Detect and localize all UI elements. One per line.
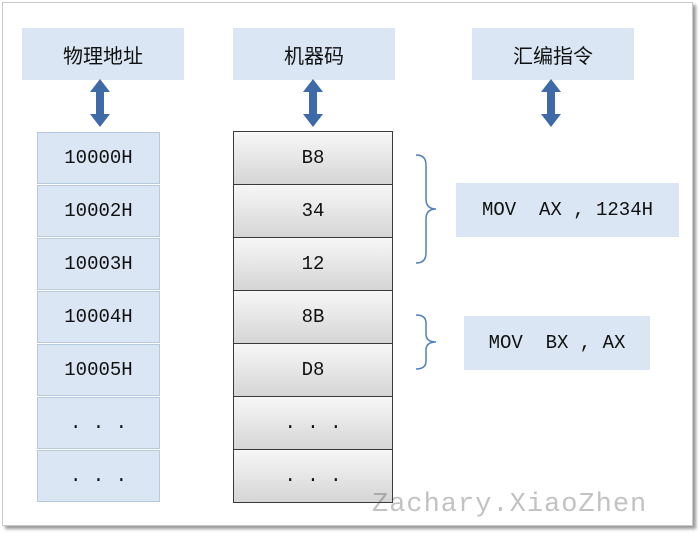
double-arrow-icon <box>303 79 323 127</box>
instruction-box: MOV BX , AX <box>464 316 650 370</box>
brace-icon <box>415 154 437 264</box>
address-cell: . . . <box>37 397 160 449</box>
double-arrow-icon <box>541 79 561 127</box>
address-cell: . . . <box>37 450 160 502</box>
header-machine-code: 机器码 <box>233 28 395 80</box>
machine-code-cell: D8 <box>233 343 393 397</box>
address-column: 10000H 10002H 10003H 10004H 10005H . . .… <box>37 132 160 504</box>
brace-icon <box>415 314 437 370</box>
machine-code-cell: B8 <box>233 131 393 185</box>
address-cell: 10005H <box>37 344 160 396</box>
address-cell: 10000H <box>37 132 160 184</box>
header-assembly: 汇编指令 <box>472 28 634 80</box>
machine-code-cell: 8B <box>233 290 393 344</box>
double-arrow-icon <box>90 79 110 127</box>
address-cell: 10002H <box>37 185 160 237</box>
machine-code-cell: . . . <box>233 449 393 503</box>
address-cell: 10004H <box>37 291 160 343</box>
machine-code-cell: 12 <box>233 237 393 291</box>
machine-code-cell: 34 <box>233 184 393 238</box>
address-cell: 10003H <box>37 238 160 290</box>
machine-code-column: B8 34 12 8B D8 . . . . . . <box>233 131 393 505</box>
instruction-box: MOV AX , 1234H <box>456 183 679 237</box>
machine-code-cell: . . . <box>233 396 393 450</box>
watermark: Zachary.XiaoZhen <box>372 490 648 520</box>
header-physical-address: 物理地址 <box>22 28 184 80</box>
